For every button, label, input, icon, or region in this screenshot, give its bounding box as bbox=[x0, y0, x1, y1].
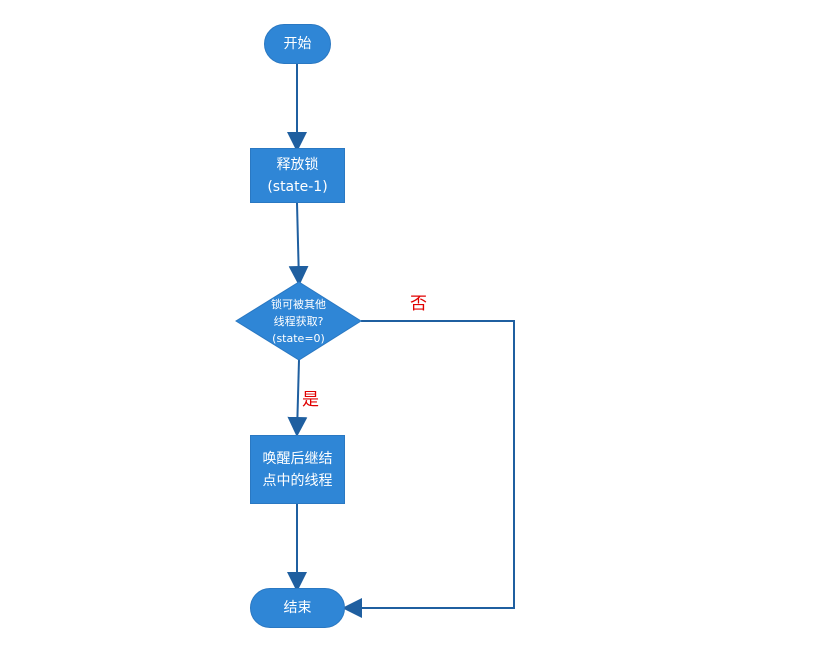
yes-branch-label: 是 bbox=[302, 390, 319, 410]
edge-decision-to-end-no bbox=[342, 320, 515, 618]
start-node-label: 开始 bbox=[283, 36, 312, 52]
no-branch-label: 否 bbox=[410, 294, 427, 314]
decision-diamond bbox=[235, 281, 362, 361]
release-lock-label: 释放锁 (state-1) bbox=[267, 156, 328, 195]
decision-label: 锁可被其他 线程获取? (state=0) bbox=[271, 297, 326, 345]
decision-node: 锁可被其他 线程获取? (state=0) bbox=[236, 282, 361, 360]
wake-successor-label: 唤醒后继结 点中的线程 bbox=[262, 450, 333, 489]
release-lock-node: 释放锁 (state-1) bbox=[250, 148, 345, 203]
start-node: 开始 bbox=[264, 24, 331, 64]
edge-decision-to-wake bbox=[287, 359, 308, 437]
wake-successor-node: 唤醒后继结 点中的线程 bbox=[250, 435, 345, 504]
end-node-label: 结束 bbox=[283, 600, 312, 616]
edge-release-to-decision bbox=[288, 202, 309, 286]
end-node: 结束 bbox=[250, 588, 345, 628]
